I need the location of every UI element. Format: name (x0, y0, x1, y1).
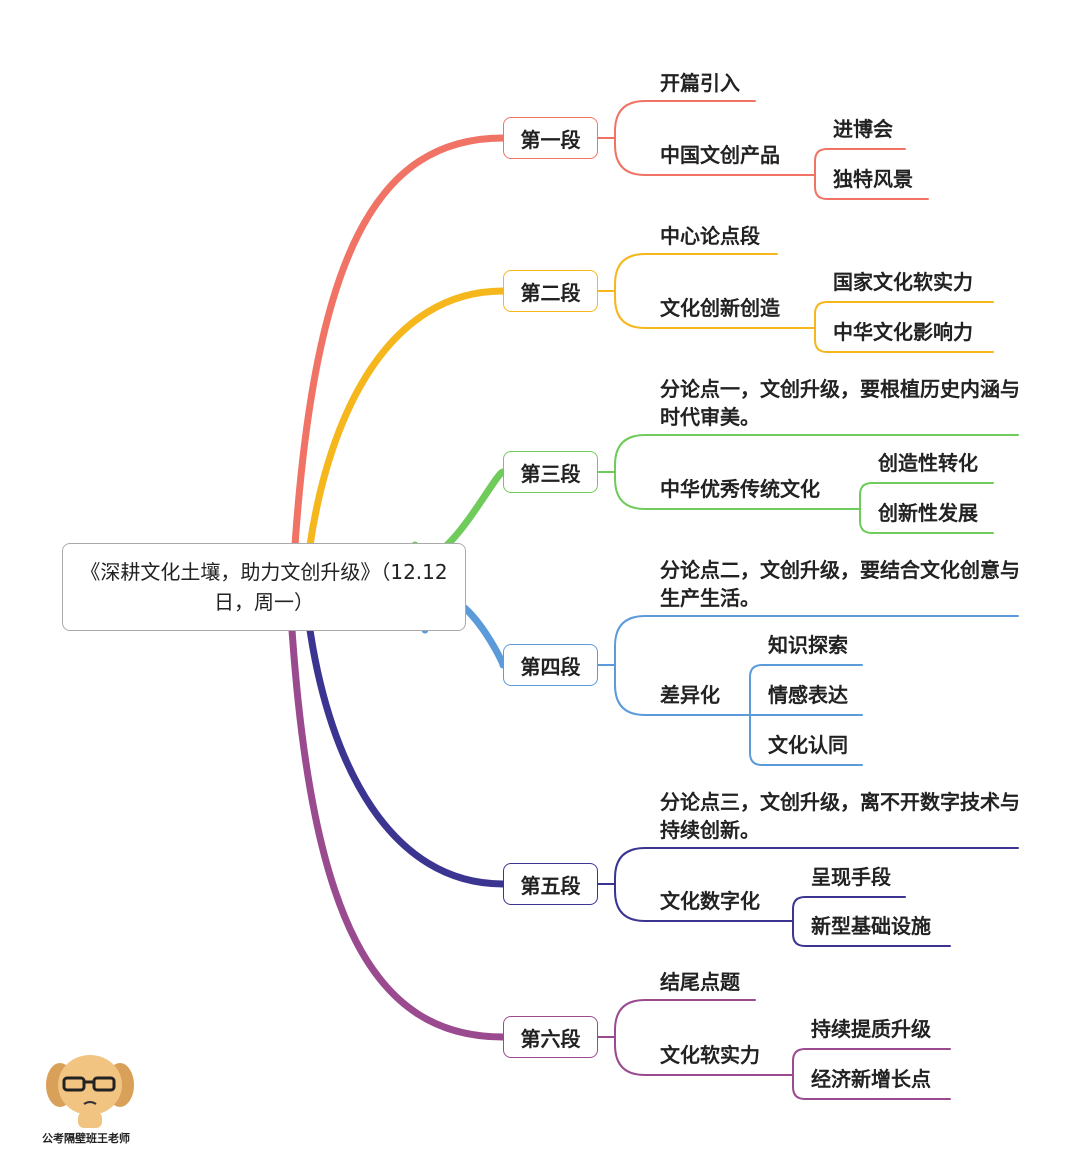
grandchild-connector (814, 301, 994, 329)
grandchild-connector (859, 482, 994, 510)
detail-topic[interactable]: 持续提质升级 (811, 1017, 931, 1041)
child-connector (614, 664, 751, 716)
detail-topic[interactable]: 进博会 (833, 117, 893, 141)
grandchild-connector (792, 896, 906, 922)
branch-connector (291, 134, 507, 549)
branch-connector (306, 626, 507, 888)
subtopic[interactable]: 中心论点段 (660, 224, 760, 248)
subtopic[interactable]: 中国文创产品 (660, 143, 780, 167)
subtopic[interactable]: 差异化 (660, 683, 720, 707)
detail-topic[interactable]: 呈现手段 (811, 865, 891, 889)
detail-topic[interactable]: 情感表达 (768, 683, 848, 707)
subtopic[interactable]: 文化创新创造 (660, 296, 780, 320)
child-connector (597, 615, 1019, 666)
child-connector (614, 471, 861, 510)
subtopic[interactable]: 文化软实力 (660, 1043, 760, 1067)
subtopic[interactable]: 分论点二，文创升级，要结合文化创意与生产生活。 (660, 558, 1020, 610)
child-connector (614, 137, 816, 176)
child-connector (597, 434, 1019, 473)
subtopic[interactable]: 结尾点题 (660, 970, 740, 994)
detail-topic[interactable]: 国家文化软实力 (833, 270, 973, 294)
grandchild-connector (792, 1074, 951, 1100)
branch-node-1[interactable]: 第一段 (503, 117, 598, 159)
detail-topic[interactable]: 中华文化影响力 (833, 320, 973, 344)
watermark-text: 公考隔壁班王老师 (42, 1132, 130, 1145)
subtopic[interactable]: 分论点三，文创升级，离不开数字技术与持续创新。 (660, 790, 1020, 842)
detail-topic[interactable]: 独特风景 (833, 167, 913, 191)
cartoon-dog-logo (46, 1055, 134, 1128)
grandchild-connector (814, 148, 906, 176)
grandchild-connector (792, 920, 951, 947)
subtopic[interactable]: 文化数字化 (660, 889, 760, 913)
branch-node-6[interactable]: 第六段 (503, 1016, 598, 1058)
subtopic[interactable]: 开篇引入 (660, 71, 740, 95)
detail-topic[interactable]: 文化认同 (768, 733, 848, 757)
grandchild-connector (749, 664, 863, 716)
child-connector (614, 290, 816, 329)
child-connector (614, 1036, 794, 1076)
child-connector (597, 100, 756, 139)
grandchild-connector (859, 508, 994, 534)
child-connector (597, 253, 778, 292)
grandchild-connector (749, 714, 863, 766)
grandchild-connector (792, 1048, 951, 1076)
branch-connector (306, 287, 507, 549)
grandchild-connector (814, 327, 994, 353)
branch-node-2[interactable]: 第二段 (503, 270, 598, 312)
detail-topic[interactable]: 新型基础设施 (811, 914, 931, 938)
detail-topic[interactable]: 创新性发展 (878, 501, 978, 525)
detail-topic[interactable]: 经济新增长点 (811, 1067, 931, 1091)
branch-node-4[interactable]: 第四段 (503, 644, 598, 686)
branch-connector (288, 626, 507, 1041)
grandchild-connector (814, 174, 929, 200)
child-connector (597, 847, 1019, 885)
subtopic[interactable]: 分论点一，文创升级，要根植历史内涵与时代审美。 (660, 377, 1020, 429)
root-topic[interactable]: 《深耕文化土壤，助力文创升级》（12.12日，周一） (62, 543, 466, 631)
child-connector (614, 883, 794, 922)
detail-topic[interactable]: 创造性转化 (878, 451, 978, 475)
branch-node-3[interactable]: 第三段 (503, 451, 598, 493)
child-connector (597, 999, 756, 1038)
subtopic[interactable]: 中华优秀传统文化 (660, 477, 820, 501)
branch-node-5[interactable]: 第五段 (503, 863, 598, 905)
detail-topic[interactable]: 知识探索 (768, 633, 848, 657)
